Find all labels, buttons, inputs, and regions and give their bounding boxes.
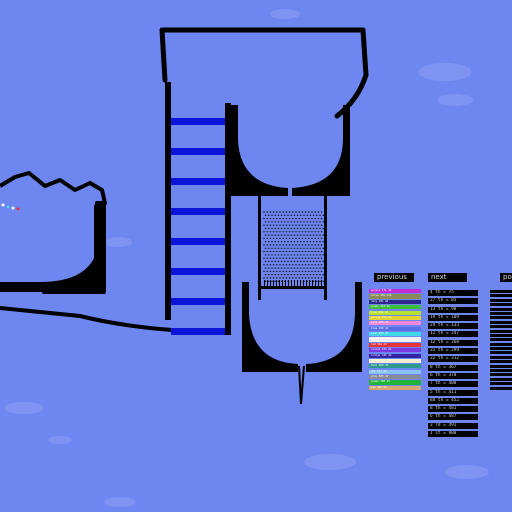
upper-bowl (231, 105, 350, 196)
left-bucket (0, 171, 107, 294)
previous-entry: white 310 dd (369, 337, 421, 342)
previous-entry: cream 351 dd (369, 358, 421, 364)
next-entry: 13 th = 90 (428, 306, 478, 313)
previous-entry: purple 171 dd (369, 289, 421, 294)
previous-entry: pink 265 dd (369, 321, 421, 326)
next-entry: 27 th = 85 (428, 298, 478, 305)
next-entry: 5 th = 411 (428, 389, 478, 396)
next-entry: 12 th = 247 (428, 331, 478, 338)
previous-entry: green 212 dd (369, 305, 421, 310)
pos-entry (490, 342, 512, 346)
pos-entry (490, 316, 512, 320)
pos-entry (490, 325, 512, 329)
pos-entry (490, 373, 512, 377)
previous-header: previous (374, 273, 414, 282)
next-entry: 6 th = 487 (428, 414, 478, 421)
previous-entry: teal 368 dd (369, 364, 421, 369)
pos-entry (490, 347, 512, 351)
pos-entry (490, 307, 512, 311)
next-entry: 8 th = 367 (428, 364, 478, 371)
next-entry: 7 th = 408 (428, 381, 478, 388)
next-entry: 19 th = 109 (428, 314, 478, 321)
ramp-line (0, 306, 174, 332)
pos-entry (490, 320, 512, 324)
next-entry: 88 th = 452 (428, 397, 478, 404)
pos-entry (490, 369, 512, 373)
pos-entry (490, 377, 512, 381)
next-entry: 24 th = 133 (428, 323, 478, 330)
previous-entry: olive 192 ddd (369, 294, 421, 299)
previous-entry: tan 399 dd (369, 385, 421, 390)
previous-entry: blue 290 dd (369, 326, 421, 331)
previous-entry: lime 244 dd (369, 310, 421, 315)
pos-entry (490, 329, 512, 333)
previous-entry: indigo 345 dd (369, 353, 421, 358)
pos-entry (490, 382, 512, 386)
pos-entry (490, 364, 512, 368)
pos-entry (490, 351, 512, 355)
previous-entry: yellow 251 dd (369, 315, 421, 321)
previous-entry: navy 201 dd (369, 299, 421, 304)
next-entry: 4 th = 75 (428, 290, 478, 296)
ladder-left-rail (165, 82, 171, 320)
previous-entry: red 322 dd (369, 342, 421, 347)
marble-streak (1, 203, 20, 211)
pos-entry (490, 333, 512, 337)
previous-entry: violet 333 dd (369, 348, 421, 353)
previous-entry: cyan 304 dd (369, 332, 421, 337)
previous-entry: sky 377 dd (369, 369, 421, 374)
sieve-chamber (258, 196, 327, 300)
pos-entry (490, 290, 512, 293)
next-entry: 8 th = 481 (428, 406, 478, 413)
sieve-dots (263, 211, 324, 286)
pos-entry (490, 294, 512, 298)
pos-entry (490, 360, 512, 364)
next-entry: 12 th = 268 (428, 339, 478, 346)
next-entry: 22 th = 312 (428, 356, 478, 363)
pos-entry (490, 386, 512, 390)
pos-entry (490, 298, 512, 302)
pos-entry (490, 303, 512, 307)
next-entry: 21 th = 299 (428, 348, 478, 355)
pos-entry (490, 338, 512, 342)
previous-entry: gray 383 dd (369, 375, 421, 380)
pos-entry (490, 355, 512, 359)
drawn-top-loop (159, 27, 369, 119)
ladder-rungs (171, 118, 225, 335)
pos-header: po (500, 273, 512, 282)
next-entry: 3 rd = 491 (428, 422, 478, 429)
background-clouds (4, 9, 489, 507)
next-entry: 6 th = 378 (428, 372, 478, 379)
ladder-right-rail (225, 103, 231, 335)
next-entry: 1 st = 900 (428, 431, 478, 438)
lower-bowl (242, 282, 362, 405)
next-header: next (428, 273, 467, 282)
pos-entry (490, 311, 512, 315)
pos-list (490, 290, 512, 391)
previous-entry: green 390 dd (369, 380, 421, 385)
